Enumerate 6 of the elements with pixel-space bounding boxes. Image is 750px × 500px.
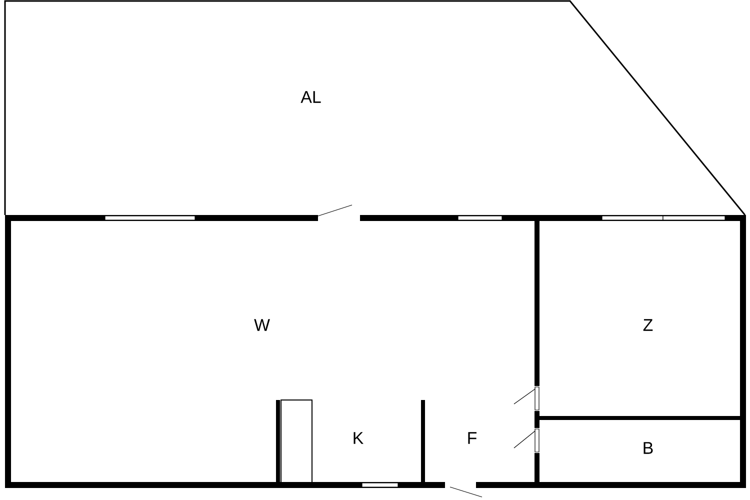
room-label: Z <box>643 319 653 331</box>
room-label: W <box>254 319 270 331</box>
room-label: AL <box>300 91 321 103</box>
room-label: K <box>354 432 364 444</box>
room-label: F <box>468 432 476 444</box>
room-label: B <box>644 442 653 454</box>
